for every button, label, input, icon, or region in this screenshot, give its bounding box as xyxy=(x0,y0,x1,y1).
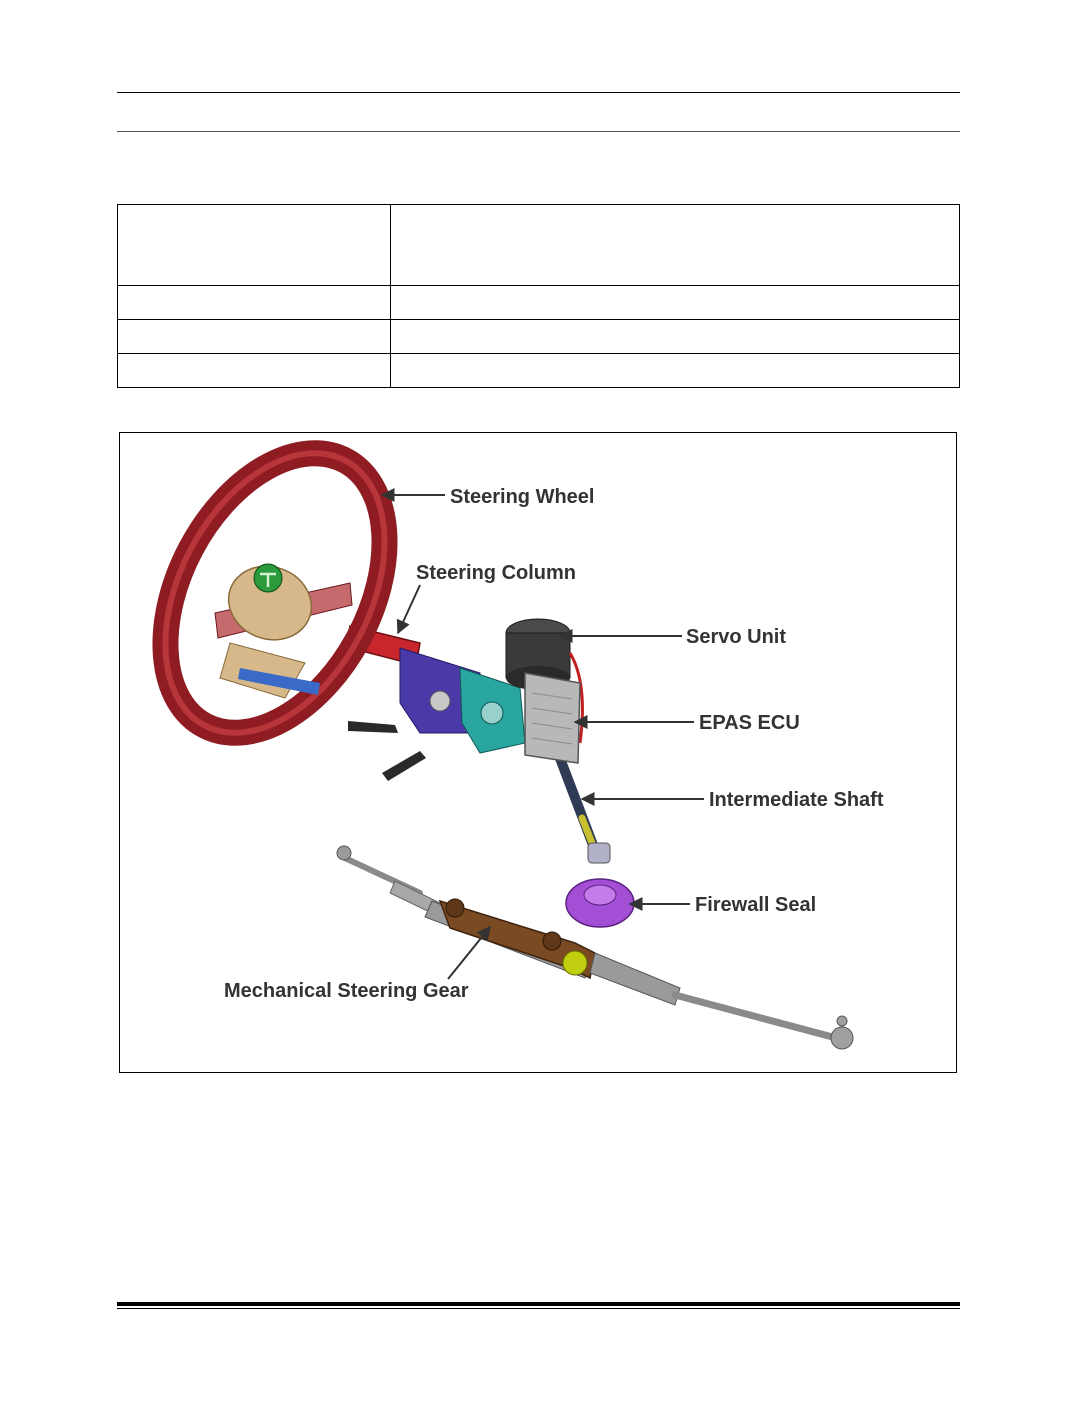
table-cell xyxy=(390,204,960,286)
table-cell xyxy=(390,285,960,320)
label-firewall-seal: Firewall Seal xyxy=(695,894,816,916)
table-cell xyxy=(117,285,391,320)
callout-line-mechanical-steering-gear xyxy=(447,925,491,980)
table-cell xyxy=(390,353,960,388)
label-steering-column: Steering Column xyxy=(416,562,576,584)
steering-system-illustration: Steering Wheel Steering Column Servo Uni… xyxy=(152,440,884,1050)
header-rule-top xyxy=(117,92,960,93)
table-row xyxy=(117,319,960,354)
header-rule-bottom xyxy=(117,131,960,132)
label-intermediate-shaft: Intermediate Shaft xyxy=(709,789,884,811)
label-steering-wheel: Steering Wheel xyxy=(450,486,594,508)
epas-ecu-part xyxy=(524,672,581,764)
steering-system-figure: Steering Wheel Steering Column Servo Uni… xyxy=(119,432,957,1073)
table-cell xyxy=(117,319,391,354)
footer-rule-thin xyxy=(117,1308,960,1309)
footer-rule-thick xyxy=(117,1302,960,1306)
table-cell xyxy=(117,353,391,388)
mechanical-steering-gear-part xyxy=(336,845,854,1050)
label-servo-unit: Servo Unit xyxy=(686,626,786,648)
table-row xyxy=(117,285,960,320)
label-epas-ecu: EPAS ECU xyxy=(699,712,800,734)
table-cell xyxy=(117,204,391,286)
steering-wheel-part xyxy=(152,440,398,746)
table-row xyxy=(117,353,960,388)
table-cell xyxy=(390,319,960,354)
callout-line-steering-column xyxy=(396,584,421,635)
table-row xyxy=(117,204,960,286)
spec-table xyxy=(117,204,960,388)
label-mechanical-steering-gear: Mechanical Steering Gear xyxy=(224,980,469,1002)
